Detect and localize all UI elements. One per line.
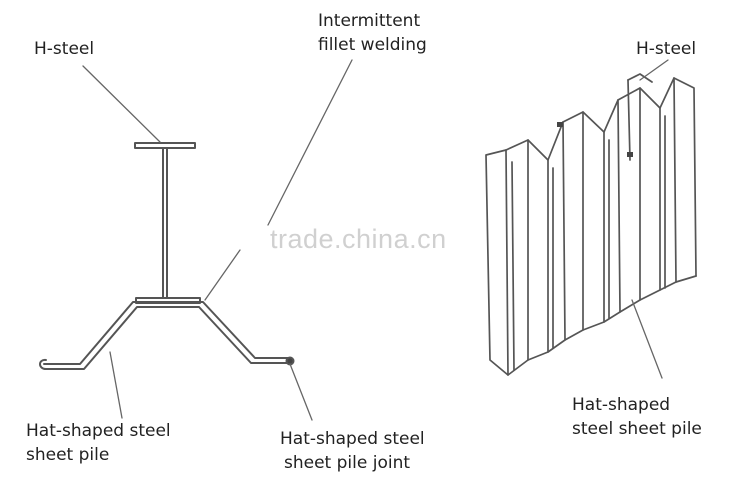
fold-8 (639, 87, 661, 291)
leader-welding-lower (204, 249, 241, 301)
cross-section-drawing (39, 142, 295, 370)
perspective-drawing (485, 73, 697, 376)
depth-line-1 (511, 161, 515, 371)
label-right-pile-line1: Hat-shaped (572, 395, 671, 415)
label-left-h-steel: H-steel (34, 39, 95, 59)
label-left-pile-line1: Hat-shaped steel (26, 421, 171, 441)
label-welding-line2: fillet welding (318, 35, 427, 55)
fold-6 (603, 99, 621, 313)
label-joint-line1: Hat-shaped steel (280, 429, 425, 449)
watermark: trade.china.cn (270, 224, 447, 254)
h-steel-top-flange (134, 142, 196, 149)
label-welding-line1: Intermittent (318, 11, 421, 31)
hat-pile-profile-inner (45, 306, 291, 370)
left-leader-lines (82, 59, 353, 421)
fold-3 (547, 121, 566, 341)
leader-right-h-steel (639, 59, 669, 81)
right-leader-lines (631, 59, 669, 379)
fold-4 (562, 111, 584, 331)
h-steel-top (627, 73, 653, 83)
hat-pile-profile-outer (43, 301, 291, 365)
label-right-h-steel: H-steel (636, 39, 697, 59)
fold-5 (582, 111, 605, 323)
label-left-pile-line2: sheet pile (26, 445, 110, 465)
h-steel-edge (627, 79, 631, 161)
wall-end-panel (485, 149, 509, 376)
fold-2 (527, 139, 549, 353)
wall-bottom-edge (507, 275, 697, 376)
label-joint-line2: sheet pile joint (284, 453, 411, 473)
leader-joint (289, 363, 313, 421)
leader-welding-upper (267, 59, 353, 226)
fold-1 (505, 139, 529, 361)
leader-right-pile (631, 299, 663, 379)
leader-left-h-steel (82, 65, 161, 143)
left-joint-hook (39, 358, 47, 370)
weld-mark-1 (557, 122, 563, 127)
fold-9 (659, 77, 677, 283)
leader-left-pile (109, 351, 123, 419)
weld-mark-2 (627, 152, 633, 157)
fold-10 (673, 77, 697, 277)
label-right-pile-line2: steel sheet pile (572, 419, 702, 439)
